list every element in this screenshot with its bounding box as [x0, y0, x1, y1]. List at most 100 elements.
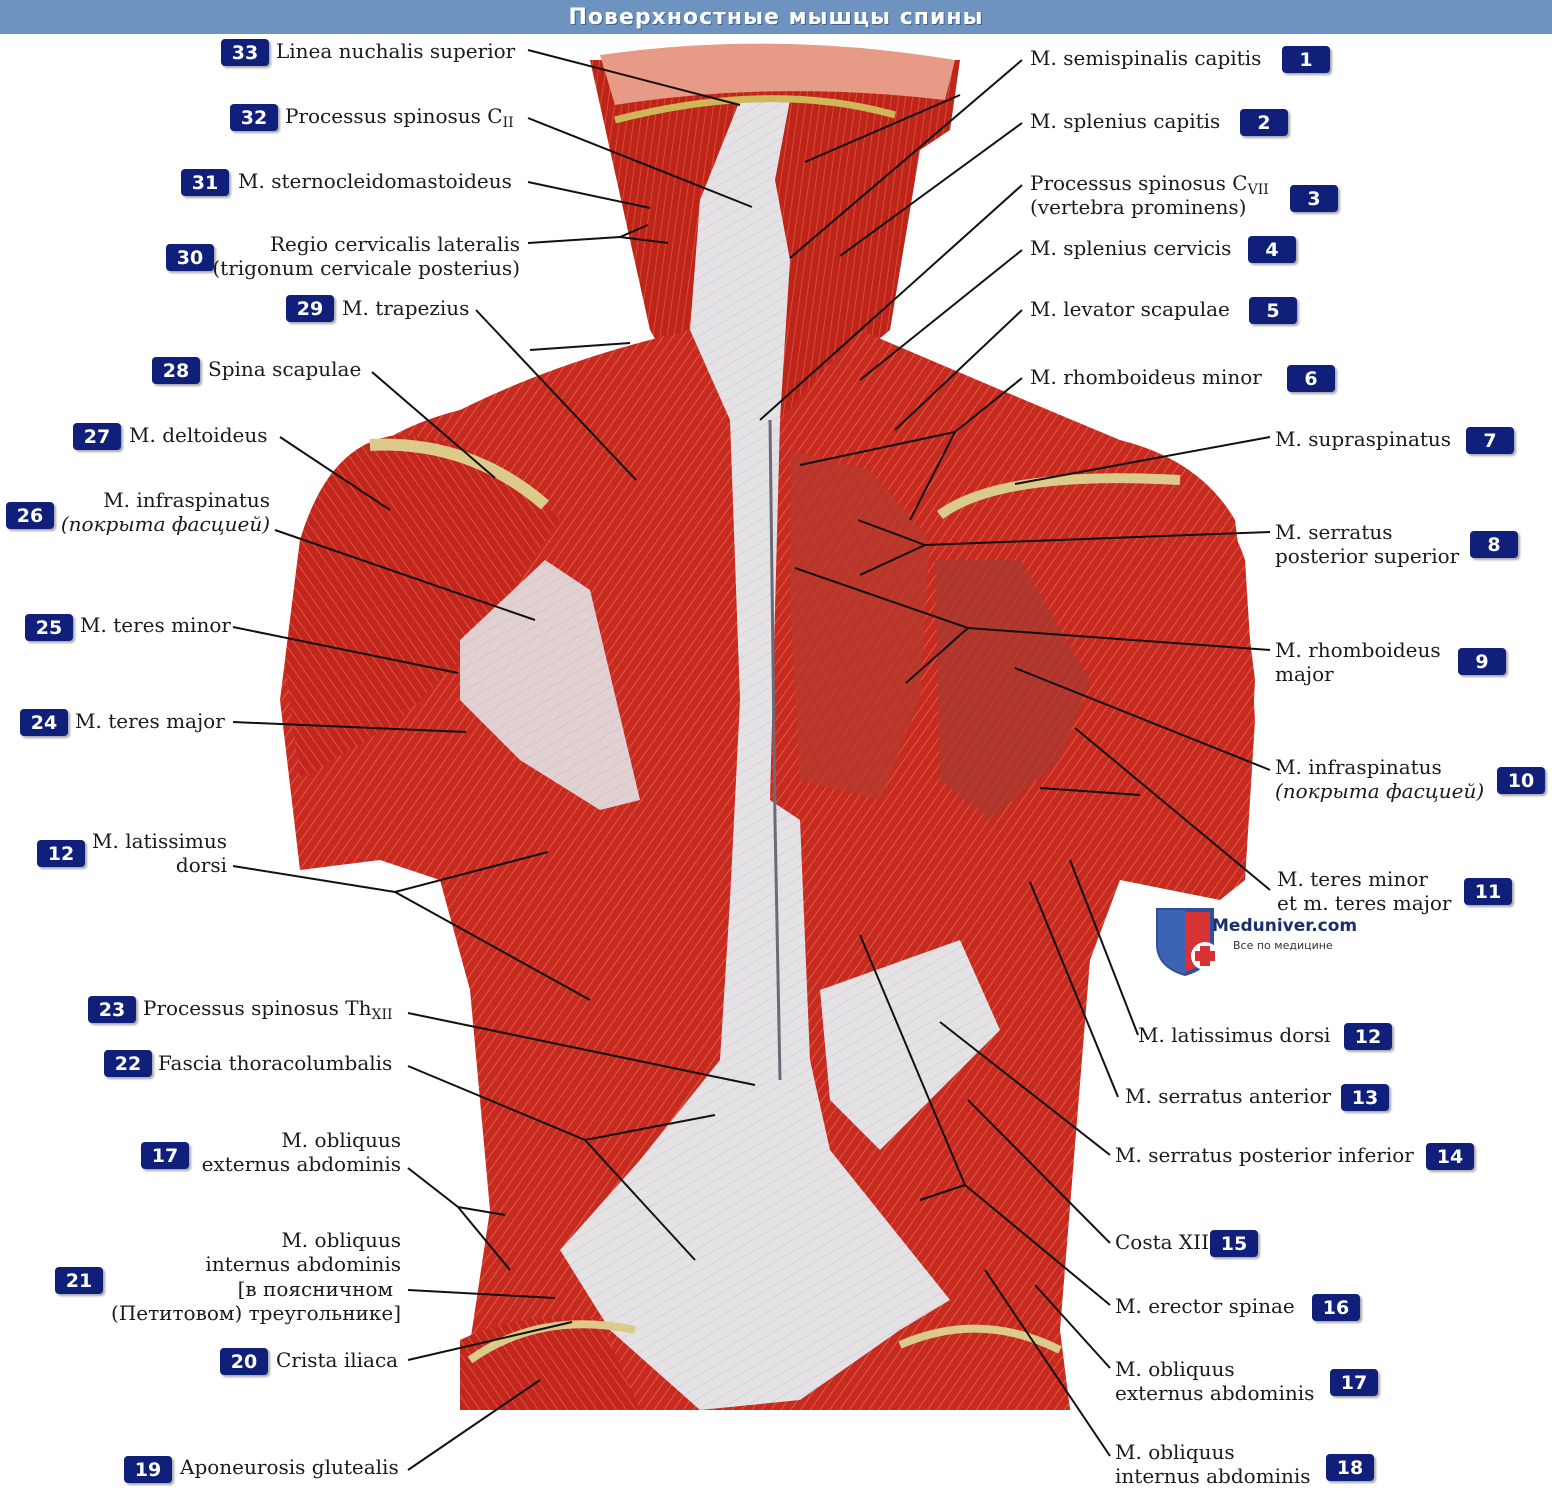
right-infraspinatus — [935, 560, 1090, 820]
label-21-line1: M. obliquus — [281, 1228, 401, 1252]
label-11-line1: M. teres minor — [1277, 867, 1428, 891]
label-8-line2: posterior superior — [1275, 544, 1460, 568]
badge-4: 4 — [1248, 236, 1296, 263]
label-32-sub: II — [502, 115, 514, 131]
spine-line — [768, 419, 782, 1081]
badge-21: 21 — [55, 1267, 103, 1294]
occiput-skin — [600, 43, 955, 105]
badge-1: 1 — [1282, 46, 1330, 73]
label-3-line1: Processus spinosus CVII — [1030, 171, 1269, 202]
badge-12r: 12 — [1344, 1023, 1392, 1050]
label-25-text: M. teres minor — [80, 613, 231, 637]
badge-25: 25 — [25, 614, 73, 641]
meduniver-logo — [1156, 908, 1219, 976]
spina-scapulae-right — [937, 473, 1181, 520]
label-23-text: Processus spinosus ThXII — [143, 996, 393, 1027]
label-7-text: M. supraspinatus — [1275, 427, 1452, 451]
label-4-text: M. splenius cervicis — [1030, 236, 1232, 260]
badge-7: 7 — [1466, 427, 1514, 454]
badge-33: 33 — [221, 39, 269, 66]
badge-31: 31 — [181, 169, 229, 196]
spinal-fascia — [560, 100, 950, 1410]
badge-13: 13 — [1341, 1084, 1389, 1111]
label-23-pre: Processus spinosus Th — [143, 996, 372, 1020]
badge-10: 10 — [1497, 767, 1545, 794]
badge-14: 14 — [1426, 1143, 1474, 1170]
label-32-pre: Processus spinosus C — [285, 104, 503, 128]
label-14-text: M. serratus posterior inferior — [1115, 1143, 1414, 1167]
leader-lines — [232, 49, 1271, 1471]
label-23-sub: XII — [371, 1007, 393, 1023]
label-3-pre: Processus spinosus C — [1030, 171, 1248, 195]
label-15-text: Costa XII — [1115, 1230, 1209, 1254]
badge-32: 32 — [230, 104, 278, 131]
lumbar-fascia-right — [820, 940, 1000, 1150]
label-3-line2: (vertebra prominens) — [1030, 195, 1247, 219]
label-12l-line1: M. latissimus — [92, 829, 227, 853]
label-22-text: Fascia thoracolumbalis — [158, 1051, 393, 1075]
label-24-text: M. teres major — [75, 709, 225, 733]
badge-16: 16 — [1312, 1294, 1360, 1321]
badge-19: 19 — [124, 1456, 172, 1483]
badge-9: 9 — [1458, 648, 1506, 675]
label-19-text: Aponeurosis glutealis — [180, 1455, 399, 1479]
badge-22: 22 — [104, 1050, 152, 1077]
label-17l-line2: externus abdominis — [201, 1152, 401, 1176]
label-8-line1: M. serratus — [1275, 520, 1393, 544]
label-11-line2: et m. teres major — [1277, 891, 1452, 915]
label-27-text: M. deltoideus — [129, 423, 268, 447]
spina-scapulae-left — [369, 438, 549, 510]
label-9-line2: major — [1275, 662, 1334, 686]
title-bar: Поверхностные мышцы спины — [0, 0, 1552, 34]
label-12l-line2: dorsi — [175, 853, 227, 877]
left-infraspinatus-fascia — [460, 560, 640, 810]
badge-11: 11 — [1464, 878, 1512, 905]
badge-24: 24 — [20, 709, 68, 736]
label-17l-line1: M. obliquus — [281, 1128, 401, 1152]
page-title: Поверхностные мышцы спины — [568, 4, 984, 30]
badge-29: 29 — [286, 295, 334, 322]
badge-26: 26 — [6, 502, 54, 529]
badge-2: 2 — [1240, 109, 1288, 136]
label-32-text: Processus spinosus CII — [285, 104, 514, 135]
badge-27: 27 — [73, 423, 121, 450]
label-6-text: M. rhomboideus minor — [1030, 365, 1262, 389]
shield-cross-icon — [1156, 908, 1219, 976]
badge-17l: 17 — [141, 1142, 189, 1169]
badge-20: 20 — [220, 1348, 268, 1375]
label-17r-line1: M. obliquus — [1115, 1357, 1235, 1381]
right-deltoid — [1040, 460, 1255, 880]
label-2-text: M. splenius capitis — [1030, 109, 1221, 133]
logo-name: Meduniver.com — [1212, 916, 1358, 936]
label-26-line1: M. infraspinatus — [103, 488, 270, 512]
badge-18: 18 — [1326, 1454, 1374, 1481]
label-12r-text: M. latissimus dorsi — [1138, 1023, 1331, 1047]
left-deltoid — [285, 435, 560, 780]
badge-17r: 17 — [1330, 1369, 1378, 1396]
label-21-line4: (Петитовом) треугольнике] — [111, 1301, 401, 1325]
label-5-text: M. levator scapulae — [1030, 297, 1230, 321]
badge-6: 6 — [1287, 365, 1335, 392]
label-1-text: M. semispinalis capitis — [1030, 46, 1262, 70]
label-10-line1: M. infraspinatus — [1275, 755, 1442, 779]
nuchal-line — [614, 95, 896, 124]
logo-tagline: Все по медицине — [1233, 939, 1333, 952]
rhomboid-cut — [790, 450, 930, 800]
label-18-line1: M. obliquus — [1115, 1440, 1235, 1464]
label-26-line2: (покрыта фасцией) — [60, 512, 270, 536]
badge-12l: 12 — [37, 840, 85, 867]
label-28-text: Spina scapulae — [208, 357, 362, 381]
label-20-text: Crista iliaca — [276, 1348, 399, 1372]
label-21-line3: [в поясничном — [237, 1277, 393, 1301]
badge-15: 15 — [1210, 1230, 1258, 1257]
label-3-sub: VII — [1247, 182, 1269, 198]
label-21-line2: internus abdominis — [205, 1252, 401, 1276]
label-17r-line2: externus abdominis — [1115, 1381, 1315, 1405]
label-31-text: M. sternocleidomastoideus — [238, 169, 512, 193]
badge-8: 8 — [1470, 531, 1518, 558]
label-29-text: M. trapezius — [342, 296, 470, 320]
label-18-line2: internus abdominis — [1115, 1464, 1311, 1488]
gluteal-right — [890, 1330, 1070, 1410]
badge-3: 3 — [1290, 185, 1338, 212]
